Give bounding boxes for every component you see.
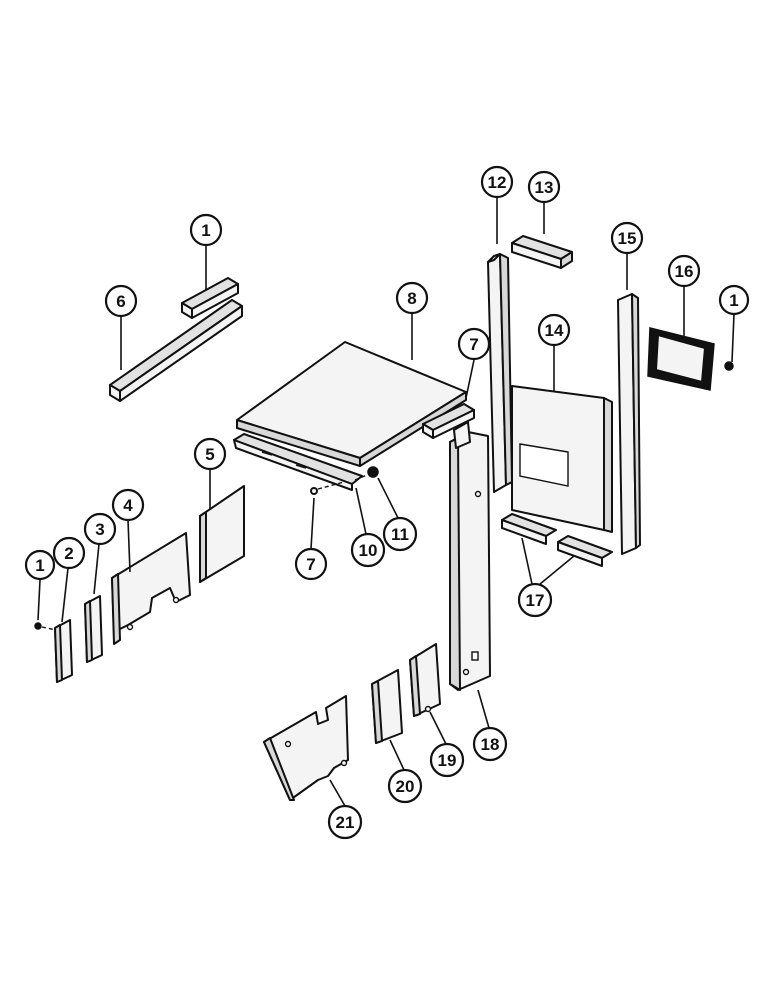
- callout-c13: 13: [527, 170, 561, 204]
- callout-label: 1: [201, 221, 210, 240]
- callout-label: 11: [391, 525, 409, 544]
- callout-label: 7: [306, 555, 315, 574]
- callout-c2: 2: [52, 536, 86, 570]
- part-11-nut: [354, 466, 379, 481]
- callout-c7b: 7: [457, 327, 491, 361]
- part-20-pad: [371, 669, 403, 744]
- callout-label: 5: [205, 445, 214, 464]
- callout-c20: 20: [387, 768, 423, 804]
- part-13-block: [511, 235, 573, 269]
- callout-c6: 6: [104, 284, 138, 318]
- callout-c15: 15: [610, 221, 644, 255]
- callout-c21: 21: [327, 804, 363, 840]
- callout-label: 20: [396, 777, 415, 796]
- part-18-side-panel: [449, 421, 491, 691]
- callout-label: 8: [407, 289, 416, 308]
- part-1-screw-left: [34, 622, 57, 631]
- part-15-strip: [617, 293, 641, 555]
- callout-label: 13: [535, 178, 554, 197]
- part-16-frame: [647, 327, 715, 391]
- part-2-strip: [54, 619, 73, 683]
- callout-label: 1: [35, 556, 44, 575]
- callout-label: 1: [729, 291, 738, 310]
- callout-c10: 10: [350, 532, 386, 568]
- part-12-rail: [487, 253, 513, 493]
- part-6-strip: [109, 299, 243, 402]
- part-7-block-right: [422, 403, 475, 439]
- callout-c8: 8: [395, 281, 429, 315]
- callout-label: 16: [675, 262, 694, 281]
- callout-label: 17: [526, 591, 545, 610]
- part-19-pad: [409, 643, 441, 717]
- callout-c1a: 1: [24, 549, 56, 581]
- part-4-panel: [111, 532, 191, 645]
- callout-c3: 3: [83, 512, 117, 546]
- callout-c17: 17: [517, 582, 553, 618]
- part-17-block-a: [501, 513, 557, 545]
- callout-c4: 4: [111, 488, 145, 522]
- callout-c16: 16: [667, 254, 701, 288]
- part-5-pad: [199, 485, 245, 583]
- part-17-block-b: [557, 535, 613, 567]
- callout-label: 18: [481, 735, 500, 754]
- callout-c5: 5: [193, 437, 227, 471]
- callout-c18: 18: [472, 726, 508, 762]
- callout-c11: 11: [382, 516, 418, 552]
- callout-label: 4: [123, 496, 133, 515]
- callout-label: 10: [359, 541, 378, 560]
- callout-label: 12: [488, 173, 507, 192]
- callout-label: 7: [469, 335, 478, 354]
- callout-label: 14: [545, 321, 564, 340]
- part-7-block-upper: [181, 277, 239, 319]
- part-3-block: [84, 595, 103, 663]
- callout-c1b: 1: [718, 284, 750, 316]
- callout-c12: 12: [480, 165, 514, 199]
- callout-label: 21: [336, 813, 355, 832]
- callout-label: 15: [618, 229, 637, 248]
- leader-lines: [37, 198, 735, 807]
- callout-c19: 19: [429, 742, 465, 778]
- part-8-top-panel: [236, 341, 467, 467]
- callout-label: 19: [438, 751, 457, 770]
- part-1-screw-right: [724, 361, 734, 371]
- callout-c9: 7: [294, 547, 328, 581]
- part-10-trim-rail: [233, 433, 363, 491]
- part-9-screw: [310, 481, 345, 495]
- callout-label: 6: [116, 292, 125, 311]
- callout-label: 2: [64, 544, 73, 563]
- callout-c7a: 1: [189, 213, 223, 247]
- callout-label: 3: [95, 520, 104, 539]
- part-21-panel: [263, 695, 349, 801]
- part-14-rear-panel: [511, 385, 613, 533]
- callout-c14: 14: [537, 313, 571, 347]
